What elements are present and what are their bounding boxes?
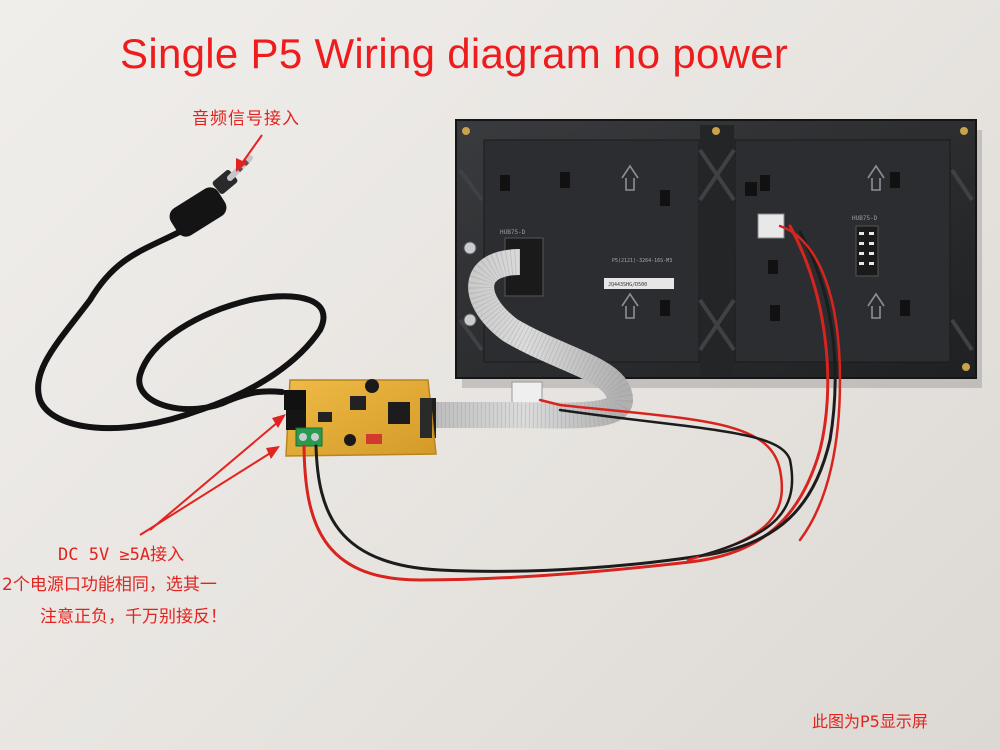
arrow-audio-shaft	[239, 134, 263, 167]
left-hub75-label: HUB75-D	[500, 229, 526, 236]
driver-chip	[768, 260, 778, 274]
panel-ribs	[458, 148, 974, 352]
power-input-label: DC 5V ≥5A接入	[58, 545, 185, 565]
right-hub75-label: HUB75-D	[852, 215, 878, 222]
driver-chip	[900, 300, 910, 316]
board-ic	[388, 402, 410, 424]
ribbon-cable-body	[430, 249, 634, 429]
driver-chip	[770, 305, 780, 321]
dc-barrel-jack	[286, 410, 306, 430]
bottom-white-connector	[511, 381, 543, 407]
red-wire-upper	[778, 224, 842, 542]
panel-model-label: P5(2121)-3264-16S-M3	[612, 258, 672, 264]
board-capacitor	[344, 434, 356, 446]
audio-cable	[35, 219, 327, 432]
terminal-screw	[311, 433, 319, 441]
page-title: Single P5 Wiring diagram no power	[120, 30, 789, 77]
panel-sticker: JQ443SHG/D500	[604, 278, 674, 289]
up-arrow-icon	[621, 292, 639, 319]
annotation-arrows	[139, 134, 286, 536]
up-arrow-icon	[867, 164, 885, 191]
dip-switch	[366, 434, 382, 444]
audio-cable-wire	[35, 219, 327, 432]
audio-cable-to-board	[227, 388, 285, 403]
polarity-warning: 注意正负，千万别接反！	[40, 607, 227, 627]
audio-input-label: 音频信号接入	[192, 109, 300, 129]
plug-body	[169, 187, 227, 237]
panel-center-rib	[700, 125, 734, 375]
mount-hole	[960, 127, 968, 135]
controller-board	[284, 379, 437, 457]
arrow-power-2-head	[266, 446, 280, 459]
arrow-power-1-shaft	[149, 421, 279, 531]
arrow-audio-head	[236, 158, 247, 172]
terminal-screw	[299, 433, 307, 441]
board-ic	[318, 412, 332, 422]
driver-chip	[890, 172, 900, 188]
up-arrow-icon	[867, 292, 885, 319]
black-wire-main	[314, 230, 837, 573]
board-header	[420, 398, 432, 438]
black-wire-loop	[558, 408, 794, 558]
mount-hole	[462, 127, 470, 135]
panel-chips	[500, 172, 910, 321]
screw-terminal	[295, 427, 323, 447]
driver-chip	[660, 300, 670, 316]
driver-chip	[760, 175, 770, 191]
mount-hole	[962, 363, 970, 371]
board-ic	[350, 396, 366, 410]
power-port-note: 2个电源口功能相同，选其一	[2, 575, 217, 595]
panel-arrows	[621, 164, 885, 319]
arrow-power-1-head	[272, 414, 286, 428]
power-wires	[302, 224, 842, 582]
sticker-label: JQ443SHG/D500	[608, 282, 647, 288]
driver-chip	[500, 175, 510, 191]
connector-mount-screws	[463, 241, 477, 327]
led-panel: HUB75-D HUB75-D P5(2121)-3264-16S-M3 JQ4…	[455, 119, 982, 407]
up-arrow-icon	[621, 164, 639, 191]
image-caption: 此图为P5显示屏	[812, 712, 928, 731]
pcb	[285, 379, 437, 457]
panel-right-half	[734, 139, 951, 363]
arrow-power-2-shaft	[139, 451, 273, 536]
driver-chip	[560, 172, 570, 188]
panel-mount-holes	[462, 127, 970, 371]
mount-hole	[712, 127, 720, 135]
audio-jack-socket	[284, 390, 306, 410]
red-wire-main	[302, 224, 830, 582]
right-hub75-pins	[859, 232, 874, 265]
board-capacitor	[365, 379, 379, 393]
driver-chip	[745, 182, 757, 196]
driver-chip	[660, 190, 670, 206]
